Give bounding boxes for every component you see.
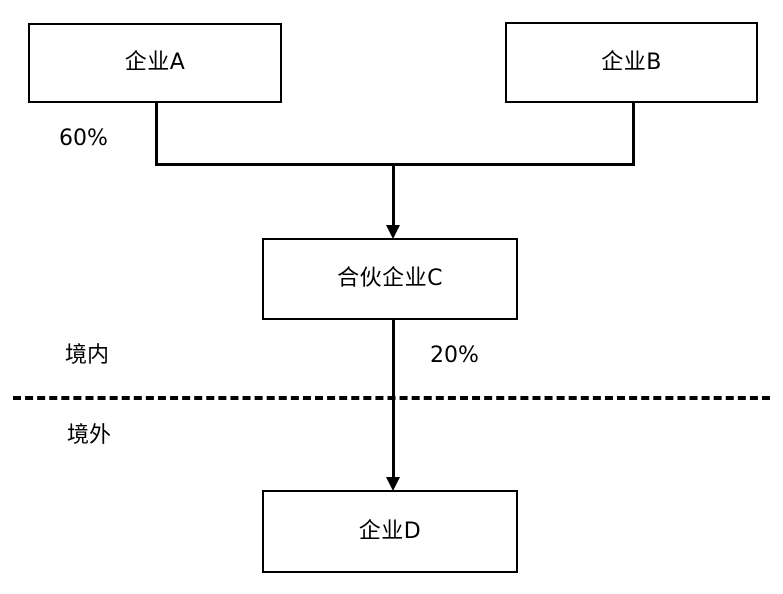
node-label-enterprise-b: 企业B [601, 49, 662, 75]
node-box-enterprise-d[interactable]: 企业D [262, 490, 518, 573]
region-label-offshore: 境外 [67, 423, 112, 448]
node-box-enterprise-b[interactable]: 企业B [505, 22, 758, 103]
connector-horizontal-bus [155, 163, 635, 166]
jurisdiction-divider-line [13, 396, 770, 400]
node-label-enterprise-d: 企业D [358, 518, 422, 544]
arrowhead-to-enterprise-d [386, 477, 400, 491]
region-label-onshore: 境内 [65, 343, 110, 368]
node-box-enterprise-a[interactable]: 企业A [28, 23, 282, 103]
node-box-partnership-c[interactable]: 合伙企业C [262, 238, 518, 320]
node-label-enterprise-a: 企业A [124, 50, 186, 75]
arrowhead-to-partnership-c [386, 225, 400, 239]
connector-enterprise-a-down [155, 102, 158, 166]
node-label-partnership-c: 合伙企业C [337, 266, 443, 291]
connector-bus-to-partnership-c [392, 163, 395, 226]
edge-label-ownership-60: 60% [59, 126, 108, 151]
connector-enterprise-b-down [632, 102, 635, 166]
edge-label-ownership-20: 20% [430, 343, 479, 368]
